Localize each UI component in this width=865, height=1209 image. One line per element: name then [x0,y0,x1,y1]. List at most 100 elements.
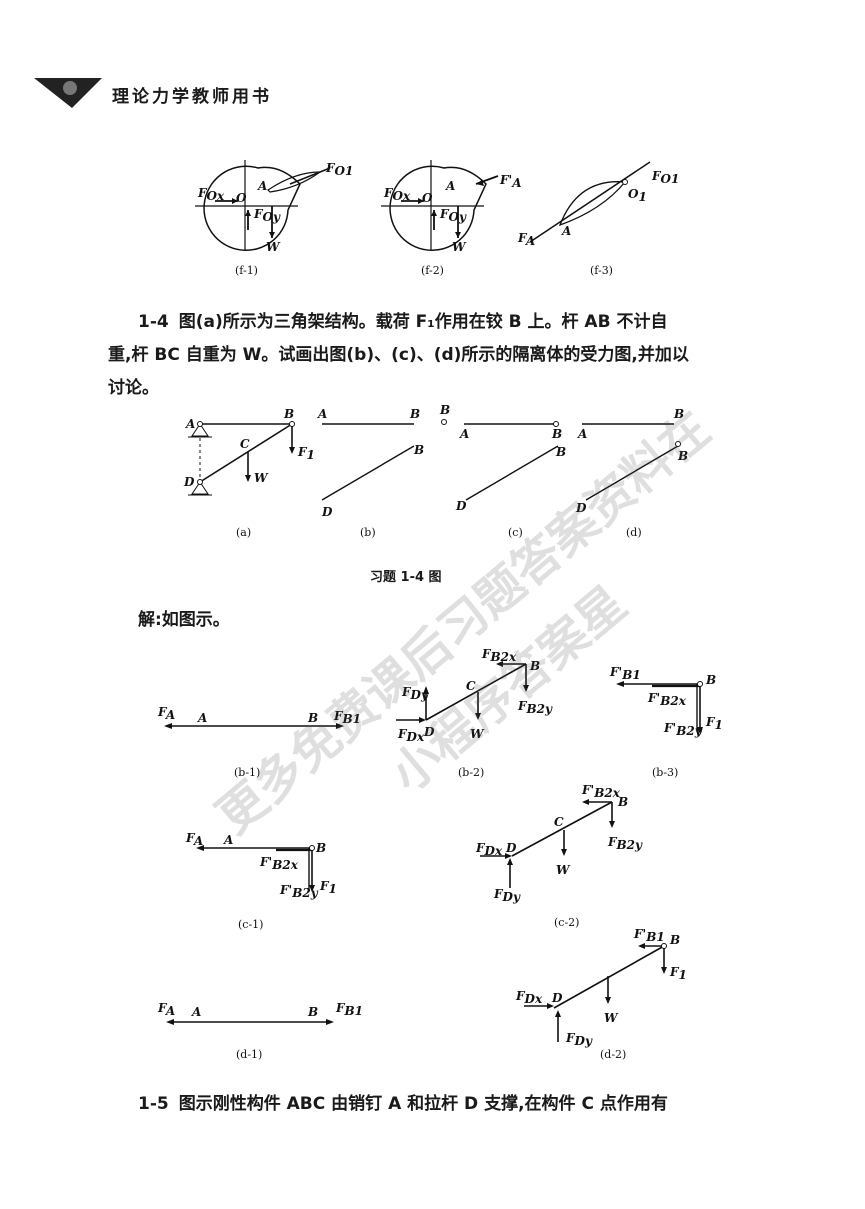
svg-text:B: B [307,1005,318,1019]
svg-text:FDy: FDy [401,685,429,702]
svg-text:A: A [317,407,327,421]
svg-text:D: D [321,505,333,519]
svg-text:FB2y: FB2y [517,699,553,716]
problem-text-line1: 图(a)所示为三角架结构。载荷 F₁作用在铰 B 上。杆 AB 不计自 [178,312,668,332]
svg-text:F1: F1 [319,879,337,896]
figure-b-3: F'B1 B F'B2x F'B2y F1 (b-3) [609,665,723,779]
svg-text:B: B [555,445,566,459]
svg-text:FB1: FB1 [335,1001,363,1018]
svg-text:FDx: FDx [475,841,503,858]
svg-text:F1: F1 [669,965,687,982]
figure-d-2: F'B1 B F1 FDx D FDy W (d-2) [515,927,687,1061]
figure-f-2: F'A A O FOx FOy W (f-2) [381,160,522,277]
solution-figures: FA A B FB1 (b-1) FB2x B FB2y C FDy FDx D [157,647,723,1061]
figure-1-4-c: B A B B D (c) [439,403,566,539]
svg-text:FA: FA [157,1001,175,1018]
svg-text:FOy: FOy [253,207,281,224]
svg-text:F'B2x: F'B2x [259,855,299,872]
svg-text:O1: O1 [628,187,647,204]
svg-text:F'B1: F'B1 [633,927,665,944]
svg-text:FB2y: FB2y [607,835,643,852]
svg-text:F1: F1 [297,445,315,462]
svg-text:B: B [677,449,688,463]
svg-text:C: C [554,815,564,829]
problem-text: 图示刚性构件 ABC 由销钉 A 和拉杆 D 支撑,在构件 C 点作用有 [178,1094,668,1114]
svg-text:D: D [183,475,195,489]
svg-text:O: O [236,191,247,205]
svg-text:F'B2y: F'B2y [663,721,703,738]
figure-f-1: FO1 A O FOx FOy W (f-1) [195,160,353,277]
caption-c: (c) [508,526,523,539]
problem-number: 1-4 [138,312,169,332]
caption-a: (a) [236,526,251,539]
svg-text:B: B [409,407,420,421]
svg-text:A: A [561,224,571,238]
svg-text:FDy: FDy [493,887,521,904]
figure-1-4-d: A B B D (d) [575,407,688,539]
svg-text:B: B [315,841,326,855]
svg-text:F'B2x: F'B2x [581,783,621,800]
svg-text:B: B [413,443,424,457]
caption-c-2: (c-2) [554,916,579,929]
svg-text:A: A [191,1005,201,1019]
svg-text:W: W [254,471,269,485]
svg-text:A: A [577,427,587,441]
caption-b-3: (b-3) [652,766,678,779]
figure-b-1: FA A B FB1 (b-1) [157,705,361,779]
svg-text:FOx: FOx [197,186,225,203]
svg-text:D: D [551,991,563,1005]
problem-text-line3: 讨论。 [108,378,159,398]
svg-text:D: D [455,499,467,513]
svg-text:FB1: FB1 [333,709,361,726]
svg-text:A: A [257,179,267,193]
svg-text:B: B [283,407,294,421]
svg-text:W: W [470,727,485,741]
svg-text:F'A: F'A [499,173,522,190]
svg-text:F1: F1 [705,715,723,732]
svg-text:D: D [423,725,435,739]
figure-b-2: FB2x B FB2y C FDy FDx D W (b-2) [396,647,553,779]
svg-text:W: W [604,1011,619,1025]
svg-text:B: B [669,933,680,947]
figure-d-1: FA A B FB1 (d-1) [157,1001,363,1061]
svg-text:A: A [459,427,469,441]
svg-text:B: B [529,659,540,673]
svg-text:W: W [452,240,467,254]
figure-1-4-a: A B C D F1 W (a) [183,407,315,539]
header-triangle-icon [34,78,102,108]
svg-text:F'B1: F'B1 [609,665,641,682]
svg-text:A: A [223,833,233,847]
caption-f-2: (f-2) [421,264,444,277]
svg-text:W: W [556,863,571,877]
svg-text:FDx: FDx [515,989,543,1006]
figure-1-4: A B C D F1 W (a) A B B D (b) B A B B [183,403,688,539]
svg-text:D: D [505,841,517,855]
figure-1-4-title: 习题 1-4 图 [370,570,442,585]
svg-text:FOx: FOx [383,186,411,203]
caption-b-2: (b-2) [458,766,484,779]
solution-text: 解:如图示。 [138,610,230,630]
caption-d: (d) [626,526,642,539]
problem-number: 1-5 [138,1094,169,1114]
caption-c-1: (c-1) [238,918,263,931]
svg-text:B: B [307,711,318,725]
svg-text:A: A [445,179,455,193]
figure-f-3: FA A O1 FO1 (f-3) [517,161,679,277]
svg-text:B: B [439,403,450,417]
caption-b: (b) [360,526,376,539]
svg-text:C: C [466,679,476,693]
svg-text:A: A [185,417,195,431]
svg-text:A: A [197,711,207,725]
svg-text:FDy: FDy [565,1031,593,1048]
svg-text:D: D [575,501,587,515]
svg-text:C: C [240,437,250,451]
svg-text:F'B2x: F'B2x [647,691,687,708]
caption-b-1: (b-1) [234,766,260,779]
figure-f-set: FO1 A O FOx FOy W (f-1) F'A A O FOx FOy [195,160,679,277]
figure-c-2: F'B2x B FB2y C FDx D FDy W (c-2) [475,783,643,929]
svg-text:FDx: FDx [397,727,425,744]
problem-1-5: 1-5 图示刚性构件 ABC 由销钉 A 和拉杆 D 支撑,在构件 C 点作用有 [138,1088,818,1121]
caption-f-3: (f-3) [590,264,613,277]
svg-text:FOy: FOy [439,207,467,224]
